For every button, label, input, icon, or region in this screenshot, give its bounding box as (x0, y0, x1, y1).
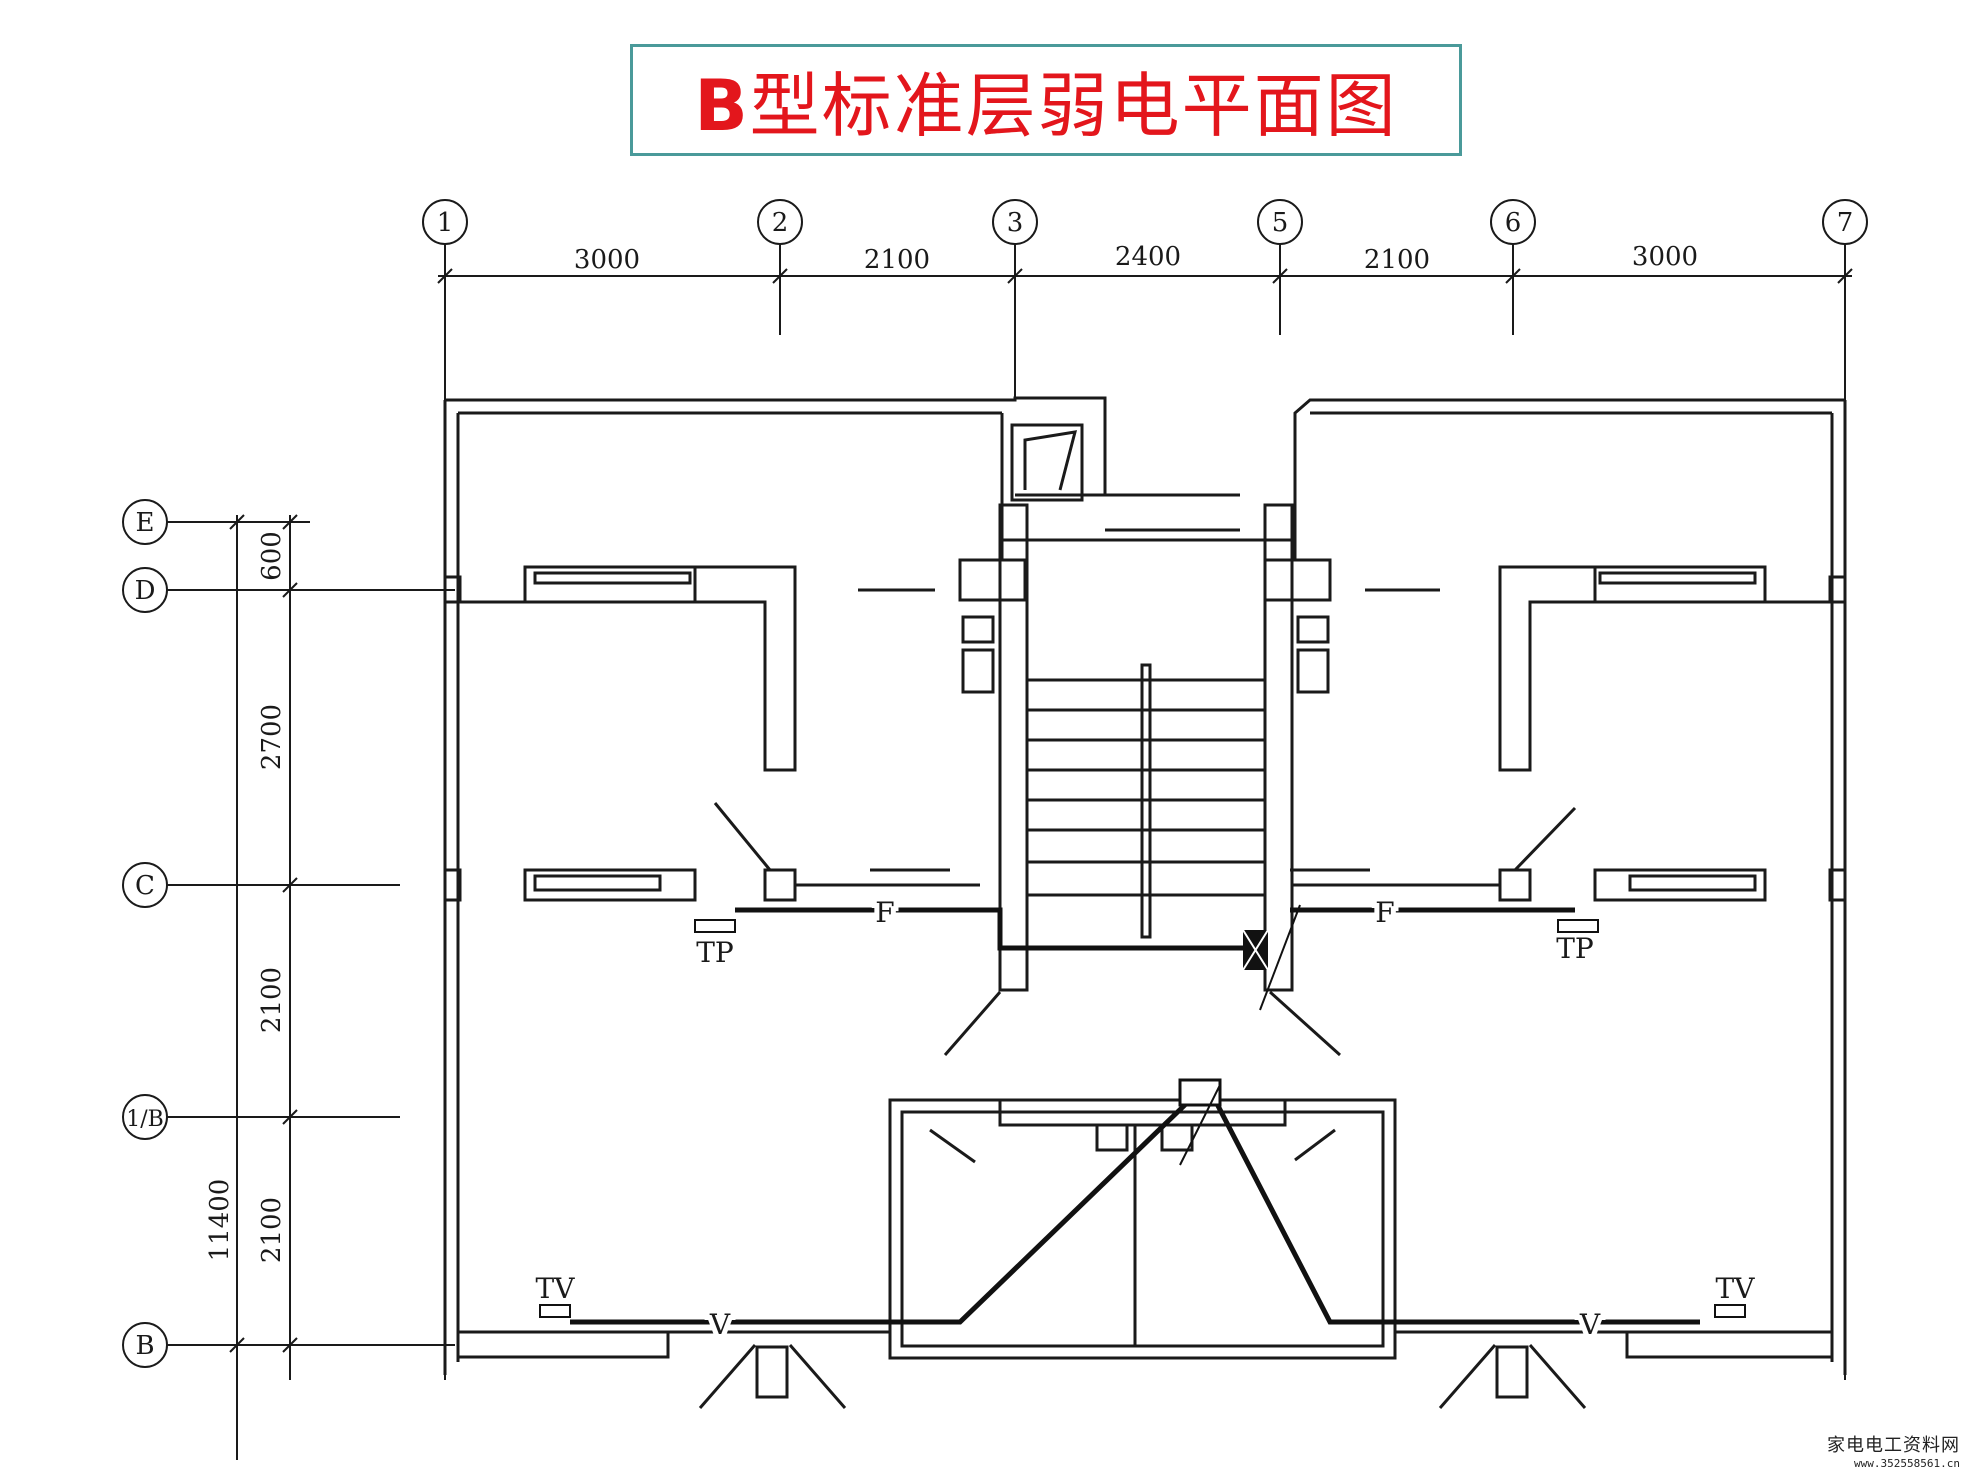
walls (443, 396, 1847, 1409)
tv-outlet-left (539, 1304, 571, 1318)
column-label-7: 7 (1837, 208, 1854, 238)
watermark-brand: 家电电工资料网 (1827, 1435, 1960, 1456)
phone-line-left (735, 907, 1250, 951)
column-label-3: 3 (1007, 208, 1024, 238)
sink-right (1296, 615, 1330, 644)
dim-v-4: 2100 (257, 1197, 287, 1263)
tv-amplifier-box (1178, 1078, 1222, 1107)
dim-h-2: 2100 (864, 245, 930, 275)
stair-wall-right (1263, 538, 1294, 992)
page-title: B型标准层弱电平面图 (694, 50, 1397, 151)
wall-top-left (445, 396, 1107, 497)
watermark: 家电电工资料网 www.352558561.cn (1827, 1431, 1960, 1470)
dim-total: 11400 (205, 1179, 235, 1262)
phone-label-right: TP (1556, 932, 1594, 965)
row-label-B: B (135, 1331, 154, 1361)
dim-h-4: 2100 (1364, 245, 1430, 275)
dim-h-5: 3000 (1632, 242, 1698, 272)
svg-text:F: F (875, 896, 894, 929)
shaft-box (1010, 423, 1084, 502)
toilet-left (961, 648, 995, 694)
tv-outlet-right (1714, 1304, 1746, 1318)
row-label-D: D (135, 576, 156, 606)
svg-text:V: V (709, 1308, 731, 1341)
phone-outlet-left (694, 919, 736, 933)
column-label-5: 5 (1272, 208, 1289, 238)
toilet-right (1296, 648, 1330, 694)
tv-label-right: TV (1716, 1272, 1756, 1305)
dim-v-3: 2100 (257, 967, 287, 1033)
dim-h-1: 3000 (574, 245, 640, 275)
watermark-url: www.352558561.cn (1854, 1457, 1960, 1470)
svg-text:V: V (1579, 1308, 1601, 1341)
wall-top-right (1293, 398, 1845, 562)
tv-label-left: TV (536, 1272, 576, 1305)
phone-label-left: TP (696, 936, 734, 969)
wiring (570, 907, 1700, 1325)
tv-line-right (1212, 1098, 1700, 1325)
dim-v-1: 600 (257, 531, 287, 581)
row-label-C: C (135, 871, 155, 901)
column-label-1: 1 (437, 208, 454, 238)
dim-v-2: 2700 (257, 704, 287, 770)
row-label-E: E (136, 508, 155, 538)
tv-line-left (570, 1098, 1192, 1325)
title-prefix: B (694, 64, 750, 147)
handrail (1140, 663, 1152, 939)
stair-wall-left (998, 538, 1029, 992)
title-box: B型标准层弱电平面图 (630, 44, 1462, 156)
svg-text:F: F (1375, 896, 1394, 929)
title-rest: 型标准层弱电平面图 (749, 64, 1398, 147)
column-label-2: 2 (772, 208, 789, 238)
column-label-6: 6 (1505, 208, 1522, 238)
row-label-1B: 1/B (126, 1107, 164, 1132)
phone-outlet-right (1557, 919, 1599, 933)
sink-left (961, 615, 995, 644)
dim-h-3: 2400 (1115, 242, 1181, 272)
